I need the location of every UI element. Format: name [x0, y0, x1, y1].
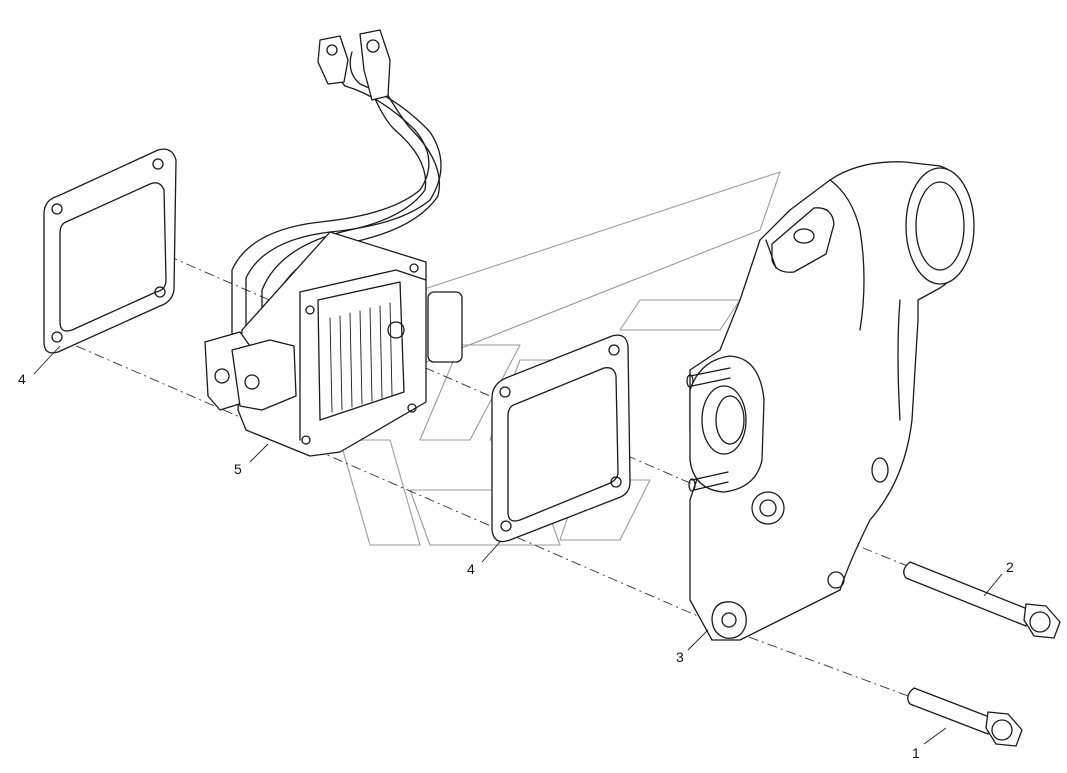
grid-heater: [204, 29, 463, 457]
leader-lines: [33, 345, 1003, 745]
callout-4-left: 4: [18, 371, 26, 387]
callout-1: 1: [912, 745, 920, 761]
gasket-middle: [491, 334, 631, 543]
callout-3: 3: [676, 649, 684, 665]
bolt-short: [907, 687, 1023, 747]
callout-5: 5: [234, 461, 242, 477]
callout-2: 2: [1006, 559, 1014, 575]
heater-fins: [329, 302, 393, 413]
bolt-long: [903, 561, 1061, 639]
gasket-left: [43, 148, 177, 354]
intake-housing: [686, 161, 975, 641]
callout-4-middle: 4: [467, 561, 475, 577]
